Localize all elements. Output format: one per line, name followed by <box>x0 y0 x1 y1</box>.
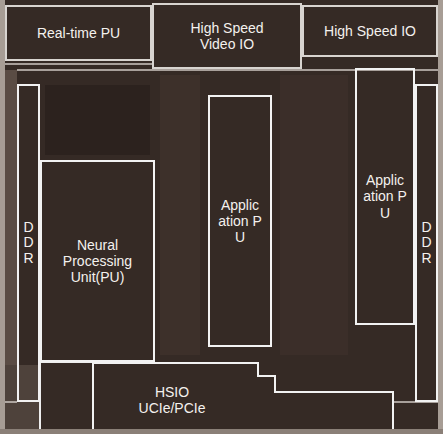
die-texture <box>45 85 150 155</box>
block-label: Neural Processing Unit(PU) <box>48 237 148 285</box>
block-label: HSIO UCIe/PCIe <box>122 384 222 416</box>
memory-block: DDR <box>415 84 438 402</box>
die-edge <box>0 429 443 434</box>
processor-block: Application PU <box>355 68 415 325</box>
io-block: HSIO UCIe/PCIe <box>92 362 394 429</box>
die-edge <box>438 0 443 434</box>
block-label: Application PU <box>363 172 407 220</box>
die-edge <box>0 0 5 434</box>
block-label: Application PU <box>218 197 262 245</box>
processor-block: Neural Processing Unit(PU) <box>40 160 155 362</box>
memory-block: DDR <box>17 84 40 402</box>
block-label: DDR <box>420 220 434 266</box>
die-texture <box>5 365 39 429</box>
die-texture <box>160 75 200 355</box>
region-line <box>5 401 17 403</box>
region-line <box>5 63 152 65</box>
processor-block: Application PU <box>208 95 272 347</box>
block-outline <box>92 362 394 429</box>
io-block: High Speed Video IO <box>152 3 302 69</box>
io-block: High Speed IO <box>302 5 438 57</box>
block-label: High Speed Video IO <box>172 20 282 52</box>
processor-block: Real-time PU <box>5 5 152 61</box>
die-texture <box>280 75 348 355</box>
block-label: Real-time PU <box>37 25 120 41</box>
block-label: High Speed IO <box>324 23 416 39</box>
block-label: DDR <box>22 220 36 266</box>
block-outline <box>93 363 393 429</box>
